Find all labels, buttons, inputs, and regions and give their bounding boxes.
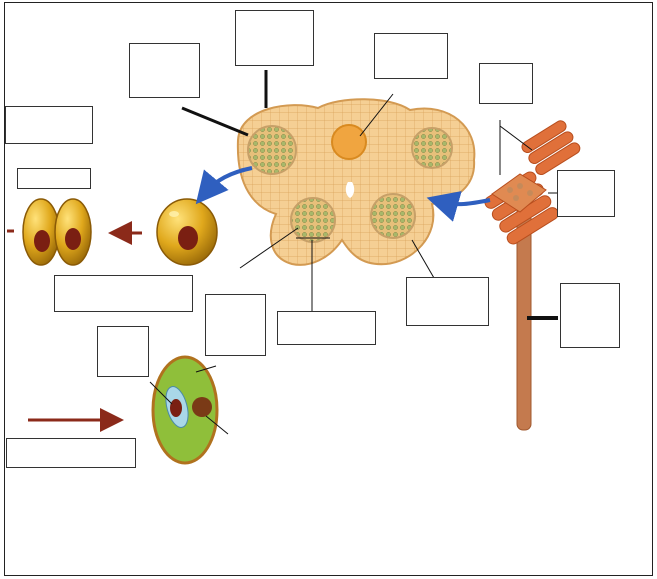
- label-box-top-left[interactable]: [129, 43, 200, 98]
- pollen-single: [157, 199, 217, 265]
- label-box-pollen-sac[interactable]: [374, 33, 448, 79]
- pollen-sac-lower-left: [291, 198, 335, 242]
- label-box-left-upper[interactable]: [5, 106, 93, 144]
- label-box-microspore[interactable]: [54, 275, 193, 312]
- label-box-vegetative[interactable]: [97, 326, 149, 377]
- anther-cross-section: [238, 99, 475, 265]
- label-box-mature-pollen[interactable]: [6, 438, 136, 468]
- label-box-wall[interactable]: [406, 277, 489, 326]
- label-box-left-small[interactable]: [17, 168, 91, 189]
- label-box-right-anther[interactable]: [557, 170, 615, 217]
- mature-pollen-grain: [153, 357, 217, 463]
- pollen-sac-upper-center: [332, 125, 366, 159]
- label-box-sporogenous[interactable]: [277, 311, 376, 345]
- pollen-sac-lower-right: [371, 194, 415, 238]
- stamen: [483, 119, 582, 430]
- label-box-top-right[interactable]: [479, 63, 533, 104]
- pollen-sac-upper-left: [248, 126, 296, 174]
- arrow-stamen-to-section: [442, 200, 490, 204]
- pollen-dyad: [23, 199, 91, 265]
- label-box-generative[interactable]: [205, 294, 266, 356]
- label-box-filament[interactable]: [560, 283, 620, 348]
- label-box-top-center[interactable]: [235, 10, 314, 66]
- pollen-sac-upper-right: [412, 128, 452, 168]
